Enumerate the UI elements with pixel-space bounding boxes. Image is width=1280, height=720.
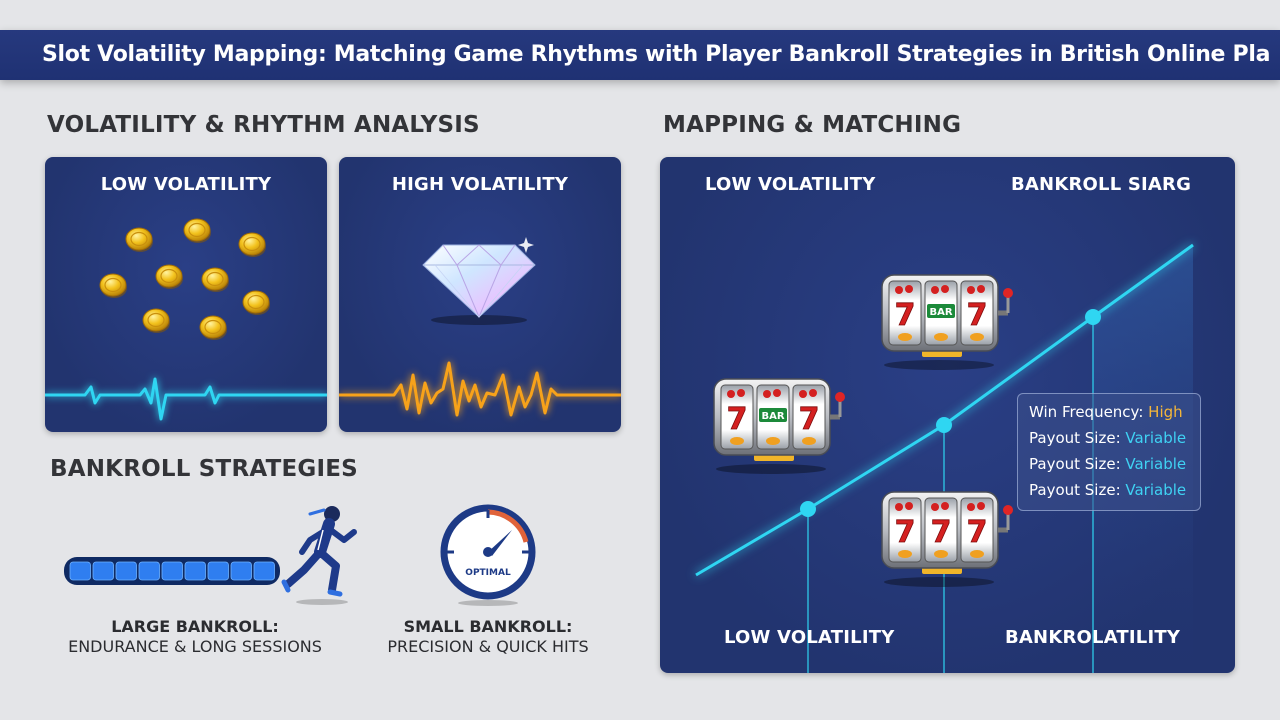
progress-segment xyxy=(253,561,275,581)
mapping-top-left-label: LOW VOLATILITY xyxy=(705,174,876,195)
info-row: Payout Size: Variable xyxy=(1029,429,1186,447)
info-row-label: Payout Size: xyxy=(1029,481,1126,499)
runner-icon xyxy=(281,506,357,605)
low-volatility-label: LOW VOLATILITY xyxy=(100,174,272,195)
info-row-label: Payout Size: xyxy=(1029,429,1126,447)
progress-segment xyxy=(184,561,206,581)
trend-point xyxy=(800,501,816,517)
reel-symbol: 7 xyxy=(727,402,748,437)
volatility-info-box: Win Frequency: High Payout Size: Variabl… xyxy=(1017,393,1201,511)
info-row-value: Variable xyxy=(1125,455,1187,473)
diamond-icon xyxy=(422,237,536,325)
large-bankroll-caption: LARGE BANKROLL: ENDURANCE & LONG SESSION… xyxy=(60,617,330,657)
gold-coins-icon xyxy=(99,218,270,340)
small-bankroll-subtitle: PRECISION & QUICK HITS xyxy=(387,637,589,656)
page-title: Slot Volatility Mapping: Matching Game R… xyxy=(42,42,1271,67)
small-bankroll-caption: SMALL BANKROLL: PRECISION & QUICK HITS xyxy=(368,617,608,657)
small-bankroll-title: SMALL BANKROLL: xyxy=(403,617,573,636)
gauge-text: OPTIMAL xyxy=(465,568,511,578)
mapping-section-heading: MAPPING & MATCHING xyxy=(663,112,962,138)
progress-segment xyxy=(92,561,114,581)
info-row-label: Win Frequency: xyxy=(1029,403,1149,421)
high-volatility-pulse-line xyxy=(339,361,621,417)
info-row: Payout Size: Variable xyxy=(1029,455,1186,473)
info-row-value: Variable xyxy=(1125,481,1187,499)
reel-symbol: 7 xyxy=(967,515,988,550)
reel-symbol: 7 xyxy=(967,298,988,333)
large-bankroll-graphic xyxy=(64,506,357,605)
large-bankroll-title: LARGE BANKROLL: xyxy=(111,617,279,636)
progress-segment xyxy=(161,561,183,581)
gold-coin-icon xyxy=(183,218,211,243)
progress-segment xyxy=(230,561,252,581)
reel-symbol: 7 xyxy=(931,515,952,550)
gold-coin-icon xyxy=(238,232,266,257)
mapping-bottom-left-label: LOW VOLATILITY xyxy=(724,627,895,648)
slot-machine-icon: 7 BAR 7 xyxy=(713,378,845,474)
reel-symbol: BAR xyxy=(761,411,784,422)
reel-symbol: BAR xyxy=(929,307,952,318)
gold-coin-icon xyxy=(155,264,183,289)
trend-point xyxy=(936,417,952,433)
mapping-bottom-right-label: BANKROLATILITY xyxy=(1005,627,1181,648)
bankroll-section-heading: BANKROLL STRATEGIES xyxy=(50,456,358,482)
info-row-value: Variable xyxy=(1125,429,1187,447)
gold-coin-icon xyxy=(201,267,229,292)
high-volatility-label: HIGH VOLATILITY xyxy=(391,174,569,195)
progress-segment xyxy=(115,561,137,581)
info-row: Win Frequency: High xyxy=(1029,403,1183,421)
gold-coin-icon xyxy=(199,315,227,340)
gold-coin-icon xyxy=(242,290,270,315)
progress-segment xyxy=(69,561,91,581)
reel-symbol: 7 xyxy=(895,298,916,333)
gold-coin-icon xyxy=(99,273,127,298)
large-bankroll-subtitle: ENDURANCE & LONG SESSIONS xyxy=(68,637,322,656)
progress-segment xyxy=(207,561,229,581)
rhythm-section-heading: VOLATILITY & RHYTHM ANALYSIS xyxy=(47,112,480,138)
gauge-icon: OPTIMAL xyxy=(440,504,536,606)
reel-symbol: 7 xyxy=(895,515,916,550)
low-volatility-panel: LOW VOLATILITY xyxy=(45,157,327,432)
info-row: Payout Size: Variable xyxy=(1029,481,1186,499)
info-row-value: High xyxy=(1148,403,1183,421)
progress-bar-segments xyxy=(69,561,275,581)
title-bar: Slot Volatility Mapping: Matching Game R… xyxy=(0,30,1280,80)
mapping-top-right-label: BANKROLL SIARG xyxy=(1011,174,1192,195)
high-volatility-panel: HIGH VOLATILITY xyxy=(339,157,621,432)
slot-machine-icon: 7 BAR 7 xyxy=(881,274,1013,370)
gold-coin-icon xyxy=(125,227,153,252)
trend-point xyxy=(1085,309,1101,325)
progress-segment xyxy=(138,561,160,581)
gold-coin-icon xyxy=(142,308,170,333)
reel-symbol: 7 xyxy=(799,402,820,437)
info-row-label: Payout Size: xyxy=(1029,455,1126,473)
low-volatility-pulse-line xyxy=(45,377,327,421)
